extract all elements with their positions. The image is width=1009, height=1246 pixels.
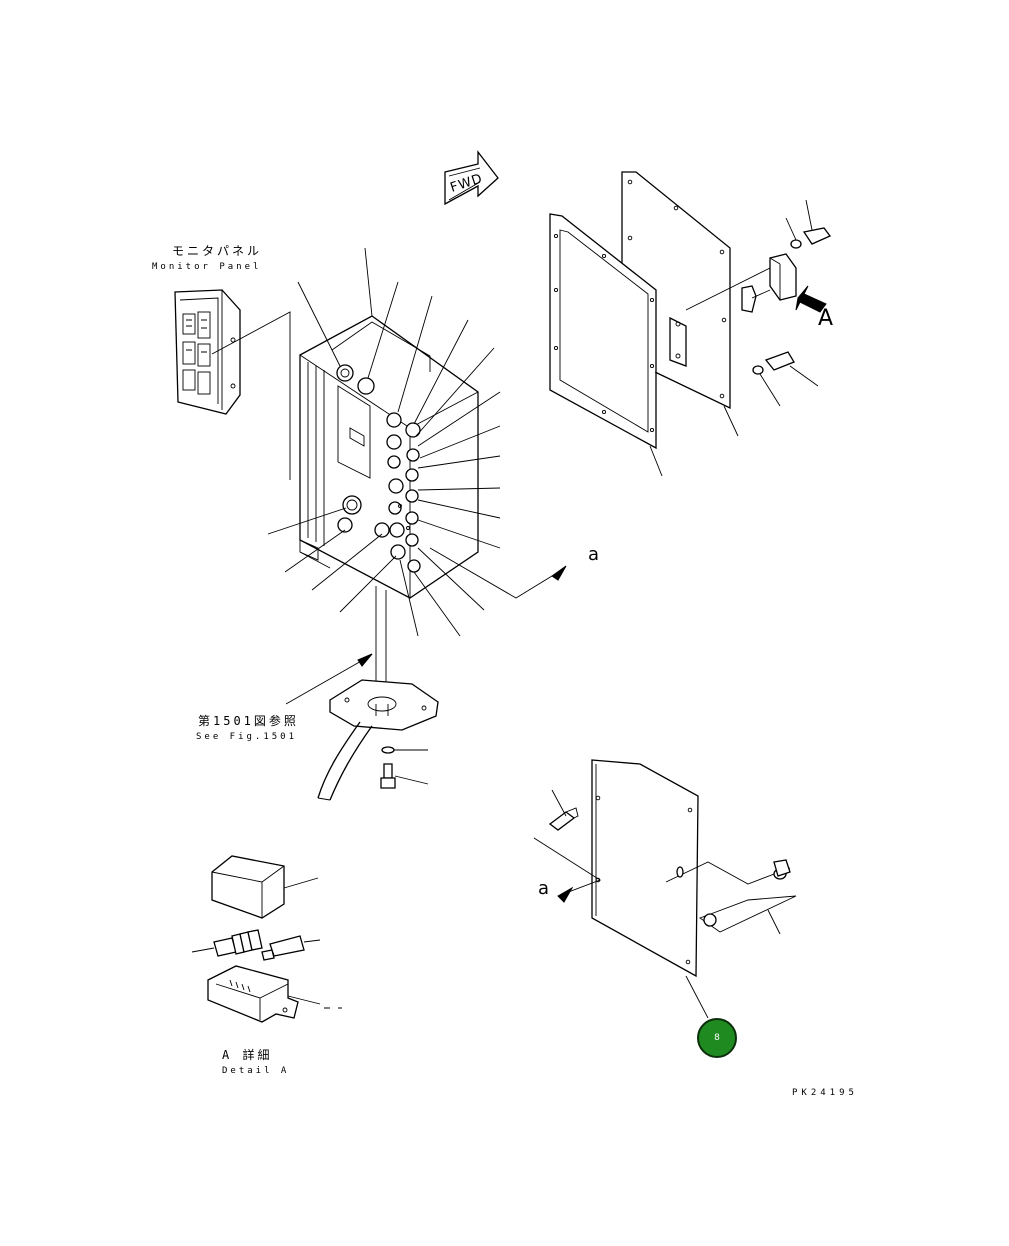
reference-a-bottom: a xyxy=(538,878,550,899)
view-a-label: A xyxy=(818,306,834,331)
box-leader-lines xyxy=(267,247,567,637)
box-connectors xyxy=(336,364,421,573)
monitor-panel-label-jp: モニタパネル xyxy=(172,244,263,258)
side-panel xyxy=(533,759,797,1019)
fwd-arrow xyxy=(444,150,499,206)
gasket-and-cover xyxy=(549,171,832,477)
detail-a-parts xyxy=(191,855,342,1023)
drawing-code: PK24195 xyxy=(792,1088,858,1098)
monitor-panel xyxy=(174,289,291,480)
control-box xyxy=(299,315,479,599)
see-fig-label-jp: 第1501図参照 xyxy=(198,714,299,728)
monitor-panel-label-en: Monitor Panel xyxy=(152,262,262,272)
part-number-label: 8 xyxy=(714,1033,720,1043)
reference-a-top: a xyxy=(588,544,600,565)
part-number-marker[interactable]: 8 xyxy=(697,1018,737,1058)
see-fig-label-en: See Fig.1501 xyxy=(196,732,298,742)
detail-a-label-jp: A 詳細 xyxy=(222,1048,273,1062)
harness-and-base xyxy=(285,586,439,801)
detail-a-label-en: Detail A xyxy=(222,1066,290,1076)
